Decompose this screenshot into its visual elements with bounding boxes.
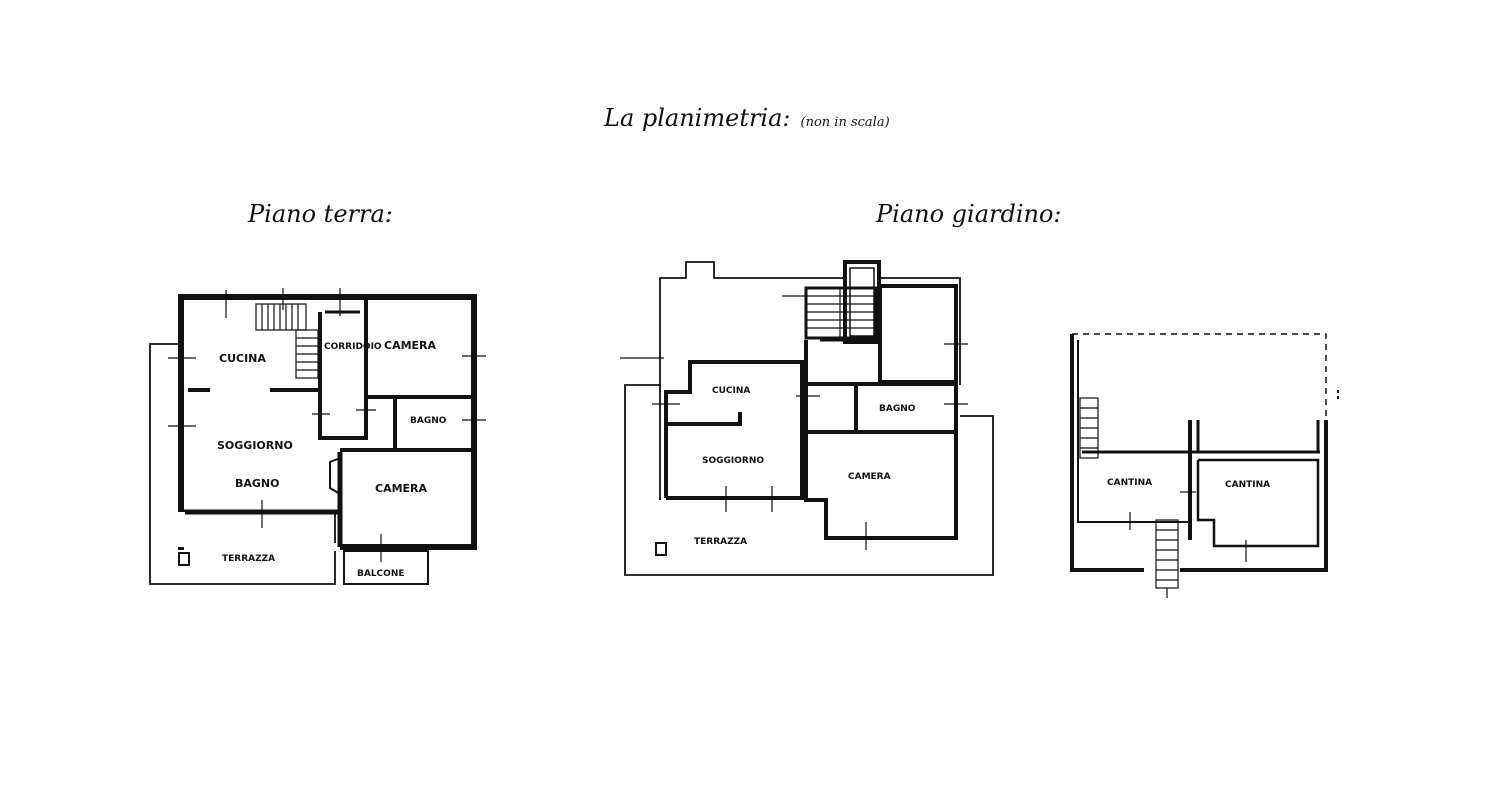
garden-floor-label: Piano giardino:: [876, 200, 1062, 228]
ground-stairs: [255, 303, 319, 379]
title-scale-note: (non in scala): [800, 115, 890, 130]
cellar-stairs-exterior: [1155, 519, 1179, 598]
cellar-room-cantina-1: CANTINA: [1107, 478, 1152, 488]
ground-window-marks: [168, 288, 486, 562]
ground-terrace-outline: [149, 343, 336, 585]
cellar-window-marks: [1129, 491, 1247, 562]
page-title: La planimetria: (non in scala): [604, 104, 890, 132]
garden-kitchen-wall: [666, 412, 742, 426]
cellar-inner-left: [1077, 340, 1190, 523]
ground-pillar: [178, 552, 190, 566]
garden-room-bagno: BAGNO: [879, 404, 916, 414]
garden-upper-outline: [659, 261, 845, 500]
ground-room-balcone: BALCONE: [357, 569, 405, 579]
ground-floor-plan: CUCINA CORRIDOIO CAMERA BAGNO SOGGIORNO …: [149, 288, 486, 585]
ground-room-bagno-1: BAGNO: [410, 416, 447, 426]
ground-room-camera-2: CAMERA: [375, 482, 428, 495]
cellar-dashed-outline: [1072, 333, 1327, 416]
cellar-stairs-left: [1079, 397, 1099, 459]
title-main: La planimetria:: [604, 104, 791, 132]
cellar-outer-walls: [1070, 334, 1144, 572]
cellar-plan: CANTINA CANTINA: [1070, 333, 1339, 598]
garden-camera-walls: [804, 384, 958, 540]
garden-floor-plan: CUCINA BAGNO SOGGIORNO CAMERA TERRAZZA: [620, 260, 994, 576]
ground-room-bagno-2: BAGNO: [235, 477, 279, 490]
garden-pillar: [655, 542, 667, 556]
garden-room-soggiorno: SOGGIORNO: [702, 456, 764, 466]
garden-window-marks: [620, 295, 968, 550]
garden-living-walls: [664, 360, 804, 500]
garden-room-camera: CAMERA: [848, 472, 891, 482]
ground-room-corridoio: CORRIDOIO: [324, 342, 382, 352]
cellar-wall: [1196, 458, 1320, 548]
garden-room-terrazza: TERRAZZA: [694, 537, 747, 547]
cellar-room-cantina-2: CANTINA: [1225, 480, 1270, 490]
ground-room-soggiorno: SOGGIORNO: [217, 439, 293, 452]
garden-terrace-outline: [624, 384, 994, 576]
ground-floor-label: Piano terra:: [248, 200, 393, 228]
garden-room-cucina: CUCINA: [712, 386, 750, 396]
ground-balcony-outline: [343, 550, 429, 585]
ground-room-camera-1: CAMERA: [384, 339, 437, 352]
ground-room-cucina: CUCINA: [219, 352, 266, 365]
ground-room-terrazza: TERRAZZA: [222, 554, 275, 564]
garden-stairs: [804, 286, 878, 340]
garden-room-top-right: [878, 284, 958, 384]
garden-upper-outline-right: [880, 277, 961, 385]
cellar-outer-walls-right: [1180, 420, 1328, 572]
ground-bay-window: [329, 457, 341, 495]
